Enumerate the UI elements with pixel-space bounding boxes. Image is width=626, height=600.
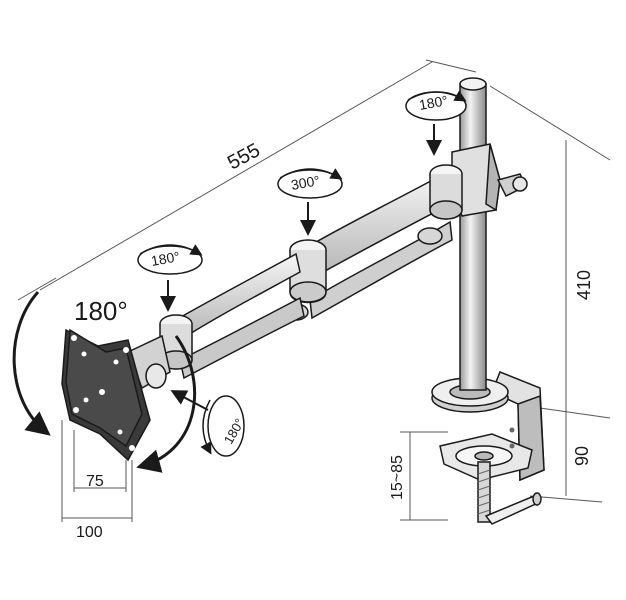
labels: 555 410 90 15~85 75 100 180° 300° 180° 1…: [74, 92, 594, 541]
monitor-rotation-arc: [12, 291, 51, 436]
rotation-label-pole-top: 180°: [418, 92, 449, 113]
rotation-label-middle-joint: 300°: [290, 172, 321, 193]
support-pole: [451, 77, 528, 391]
rotation-indicators: [12, 90, 467, 473]
dimension-clamp-range: 15~85: [389, 455, 406, 500]
dimension-vesa-100: 100: [76, 524, 103, 541]
desk-clamp: [431, 371, 545, 525]
rotation-ring-middle-joint: [277, 169, 343, 199]
dimension-clamp-height: 90: [572, 446, 592, 466]
vesa-plate: [61, 328, 151, 462]
rotation-ring-arm-joint: [137, 245, 203, 275]
dimension-pole-height: 410: [574, 270, 594, 300]
dimension-vesa-75: 75: [86, 473, 104, 490]
rotation-label-monitor: 180°: [74, 296, 128, 326]
dimension-total-length: 555: [224, 139, 264, 174]
articulating-arms: [127, 164, 463, 390]
rotation-ring-tilt: [207, 395, 245, 457]
dimension-lines: [17, 59, 611, 522]
rotation-label-arm-joint: 180°: [150, 248, 181, 269]
